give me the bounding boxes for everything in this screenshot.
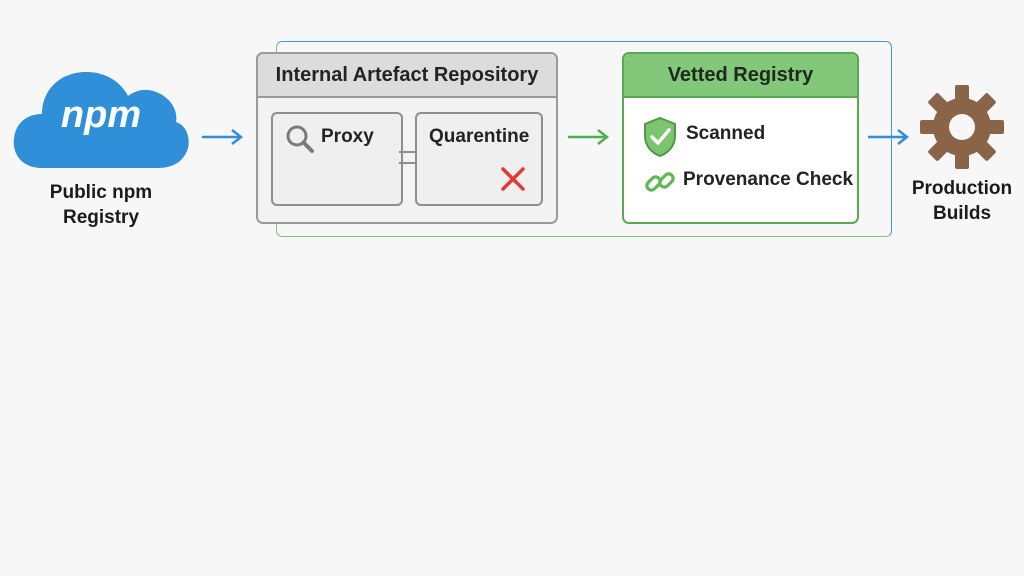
search-icon bbox=[286, 125, 314, 153]
npm-logo-text: npm bbox=[60, 94, 142, 136]
cloud-icon bbox=[13, 72, 189, 168]
connector bbox=[399, 151, 417, 164]
internal-repo-title: Internal Artefact Repository bbox=[258, 54, 556, 98]
production-builds-label: Production Builds bbox=[911, 178, 1013, 224]
proxy-label: Proxy bbox=[321, 126, 374, 147]
quarantine-label: Quarentine bbox=[429, 126, 530, 147]
public-npm-label: Public npm Registry bbox=[49, 182, 153, 228]
provenance-check-label: Provenance Check bbox=[683, 169, 854, 190]
arrow-right-icon bbox=[868, 129, 910, 145]
reject-x-icon bbox=[501, 167, 525, 191]
link-icon bbox=[645, 172, 675, 192]
gear-icon bbox=[920, 85, 1004, 169]
vetted-registry-title: Vetted Registry bbox=[624, 54, 857, 98]
scanned-label: Scanned bbox=[686, 123, 766, 144]
arrow-right-icon bbox=[568, 129, 610, 145]
quarantine-box bbox=[415, 112, 543, 206]
shield-check-icon bbox=[644, 116, 676, 158]
arrow-right-icon bbox=[202, 129, 244, 145]
